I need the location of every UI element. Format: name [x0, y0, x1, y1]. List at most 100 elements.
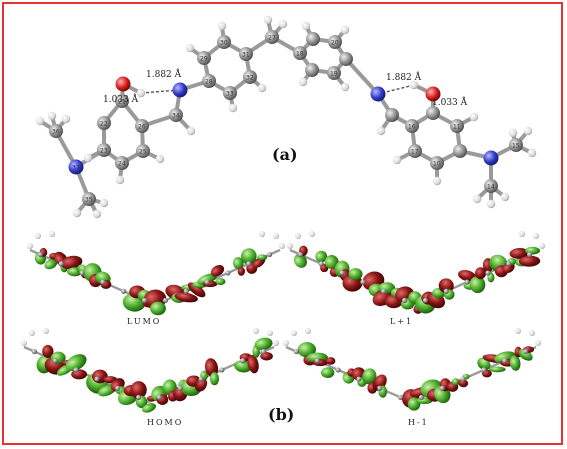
- carbon-atom: [37, 251, 44, 258]
- atom-number: 17: [411, 149, 419, 156]
- carbon-atom: [339, 270, 345, 276]
- carbon-atom: [115, 156, 129, 170]
- carbon-atom: [450, 119, 464, 133]
- orbital-lobe-positive: [458, 269, 477, 282]
- hydrogen-atom: [469, 112, 479, 122]
- orbital-lobe-negative: [44, 259, 58, 270]
- orbital-lobe-negative: [240, 248, 257, 265]
- orbital-lobe-negative: [233, 257, 244, 270]
- carbon-atom: [136, 144, 150, 158]
- orbital-lobe-negative: [293, 253, 307, 268]
- carbon-atom: [223, 86, 237, 100]
- hydrogen-atom: [305, 328, 311, 334]
- hydrogen-atom: [61, 114, 71, 124]
- carbon-atom: [204, 279, 210, 285]
- hydrogen-atom: [527, 148, 537, 158]
- hydrogen-atom: [253, 328, 259, 334]
- carbon-atom: [506, 261, 512, 267]
- hydrogen-atom: [392, 155, 402, 165]
- carbon-atom: [162, 297, 169, 304]
- hydrogen-atom: [43, 328, 49, 334]
- hydrogen-atom: [263, 15, 273, 25]
- orbital-lobe-positive: [60, 255, 83, 270]
- carbon-atom: [265, 30, 279, 44]
- atom-number: 28: [205, 79, 213, 86]
- atom-number: 19: [330, 71, 338, 78]
- atom-number: 10: [433, 161, 441, 168]
- hydrogen-atom: [27, 243, 33, 249]
- atom-number: 37: [72, 165, 80, 172]
- hydrogen-atom: [83, 153, 93, 163]
- carbon-atom: [135, 119, 149, 133]
- orbital-lobe-negative: [509, 355, 521, 371]
- carbon-atom: [339, 52, 353, 66]
- carbon-atom: [202, 74, 216, 88]
- orbital-lobe-negative: [209, 372, 220, 386]
- carbon-atom: [260, 348, 267, 355]
- orbital-lobe-positive: [237, 267, 246, 276]
- carbon-atom: [246, 261, 252, 267]
- hydrogen-atom: [432, 176, 442, 186]
- hydrogen-atom: [529, 330, 535, 336]
- oxygen-atom: [425, 86, 441, 102]
- carbon-atom: [464, 279, 470, 285]
- carbon-atom: [97, 143, 111, 157]
- orbital-label-lumo: LUMO: [127, 317, 161, 326]
- molecule-structure: 2122232425262829303132333435363718192016…: [35, 15, 537, 219]
- orbital-lobe-negative: [469, 276, 486, 294]
- orbital-lobe-positive: [475, 267, 486, 280]
- atom-number: 25: [139, 149, 147, 156]
- orbital-lobe-negative: [315, 250, 328, 263]
- carbon-atom: [335, 367, 341, 373]
- atom-number: 16: [408, 124, 416, 131]
- atom-number: 21: [118, 99, 126, 106]
- carbon-atom: [243, 70, 257, 84]
- carbon-atom: [509, 138, 523, 152]
- nitrogen-atom: [172, 82, 188, 98]
- orbital-lobe-positive: [509, 247, 529, 259]
- orbital-lobe-positive: [518, 255, 541, 267]
- atom-number: 35: [85, 197, 93, 204]
- orbital-lobe-positive: [130, 381, 147, 399]
- orbital-l1: [287, 231, 545, 314]
- hydrogen-atom: [472, 194, 482, 204]
- orbital-lobe-negative: [451, 378, 460, 386]
- carbon-atom: [183, 288, 189, 294]
- carbon-atom: [522, 348, 529, 355]
- hydrogen-atom: [136, 88, 146, 98]
- orbital-lobe-negative: [320, 367, 335, 379]
- orbital-label-homo: HOMO: [147, 418, 183, 427]
- atom-number: 30: [220, 40, 228, 47]
- orbital-h1: [283, 328, 541, 411]
- carbon-atom: [306, 32, 320, 46]
- carbon-atom: [422, 297, 429, 304]
- orbital-lobe-positive: [247, 354, 259, 374]
- carbon-atom: [327, 66, 341, 80]
- hbond-length-left: 1.882 Å: [146, 68, 182, 80]
- hydrogen-atom: [47, 111, 57, 121]
- hydrogen-atom: [519, 231, 525, 237]
- carbon-atom: [297, 251, 304, 258]
- carbon-atom: [385, 108, 399, 122]
- atom-number: 32: [246, 75, 254, 82]
- hydrogen-atom: [533, 233, 539, 239]
- carbon-atom: [266, 251, 273, 258]
- orbital-lobe-negative: [234, 360, 252, 373]
- hydrogen-atom: [185, 43, 195, 53]
- orbital-lobe-negative: [324, 255, 339, 269]
- hydrogen-atom: [295, 233, 301, 239]
- carbon-atom: [115, 94, 129, 108]
- carbon-atom: [401, 297, 408, 304]
- oh-length-right: 1.033 Å: [432, 96, 468, 108]
- orbital-lobe-negative: [254, 337, 273, 351]
- hydrogen-atom: [283, 340, 289, 346]
- carbon-atom: [115, 385, 121, 391]
- hydrogen-atom: [340, 82, 350, 92]
- carbon-atom: [408, 144, 422, 158]
- orbital-lobe-positive: [194, 378, 208, 392]
- orbital-lobe-negative: [150, 301, 166, 316]
- orbital-plots: [21, 231, 545, 413]
- carbon-atom: [430, 156, 444, 170]
- carbon-atom: [293, 46, 307, 60]
- atom-number: 11: [453, 124, 461, 131]
